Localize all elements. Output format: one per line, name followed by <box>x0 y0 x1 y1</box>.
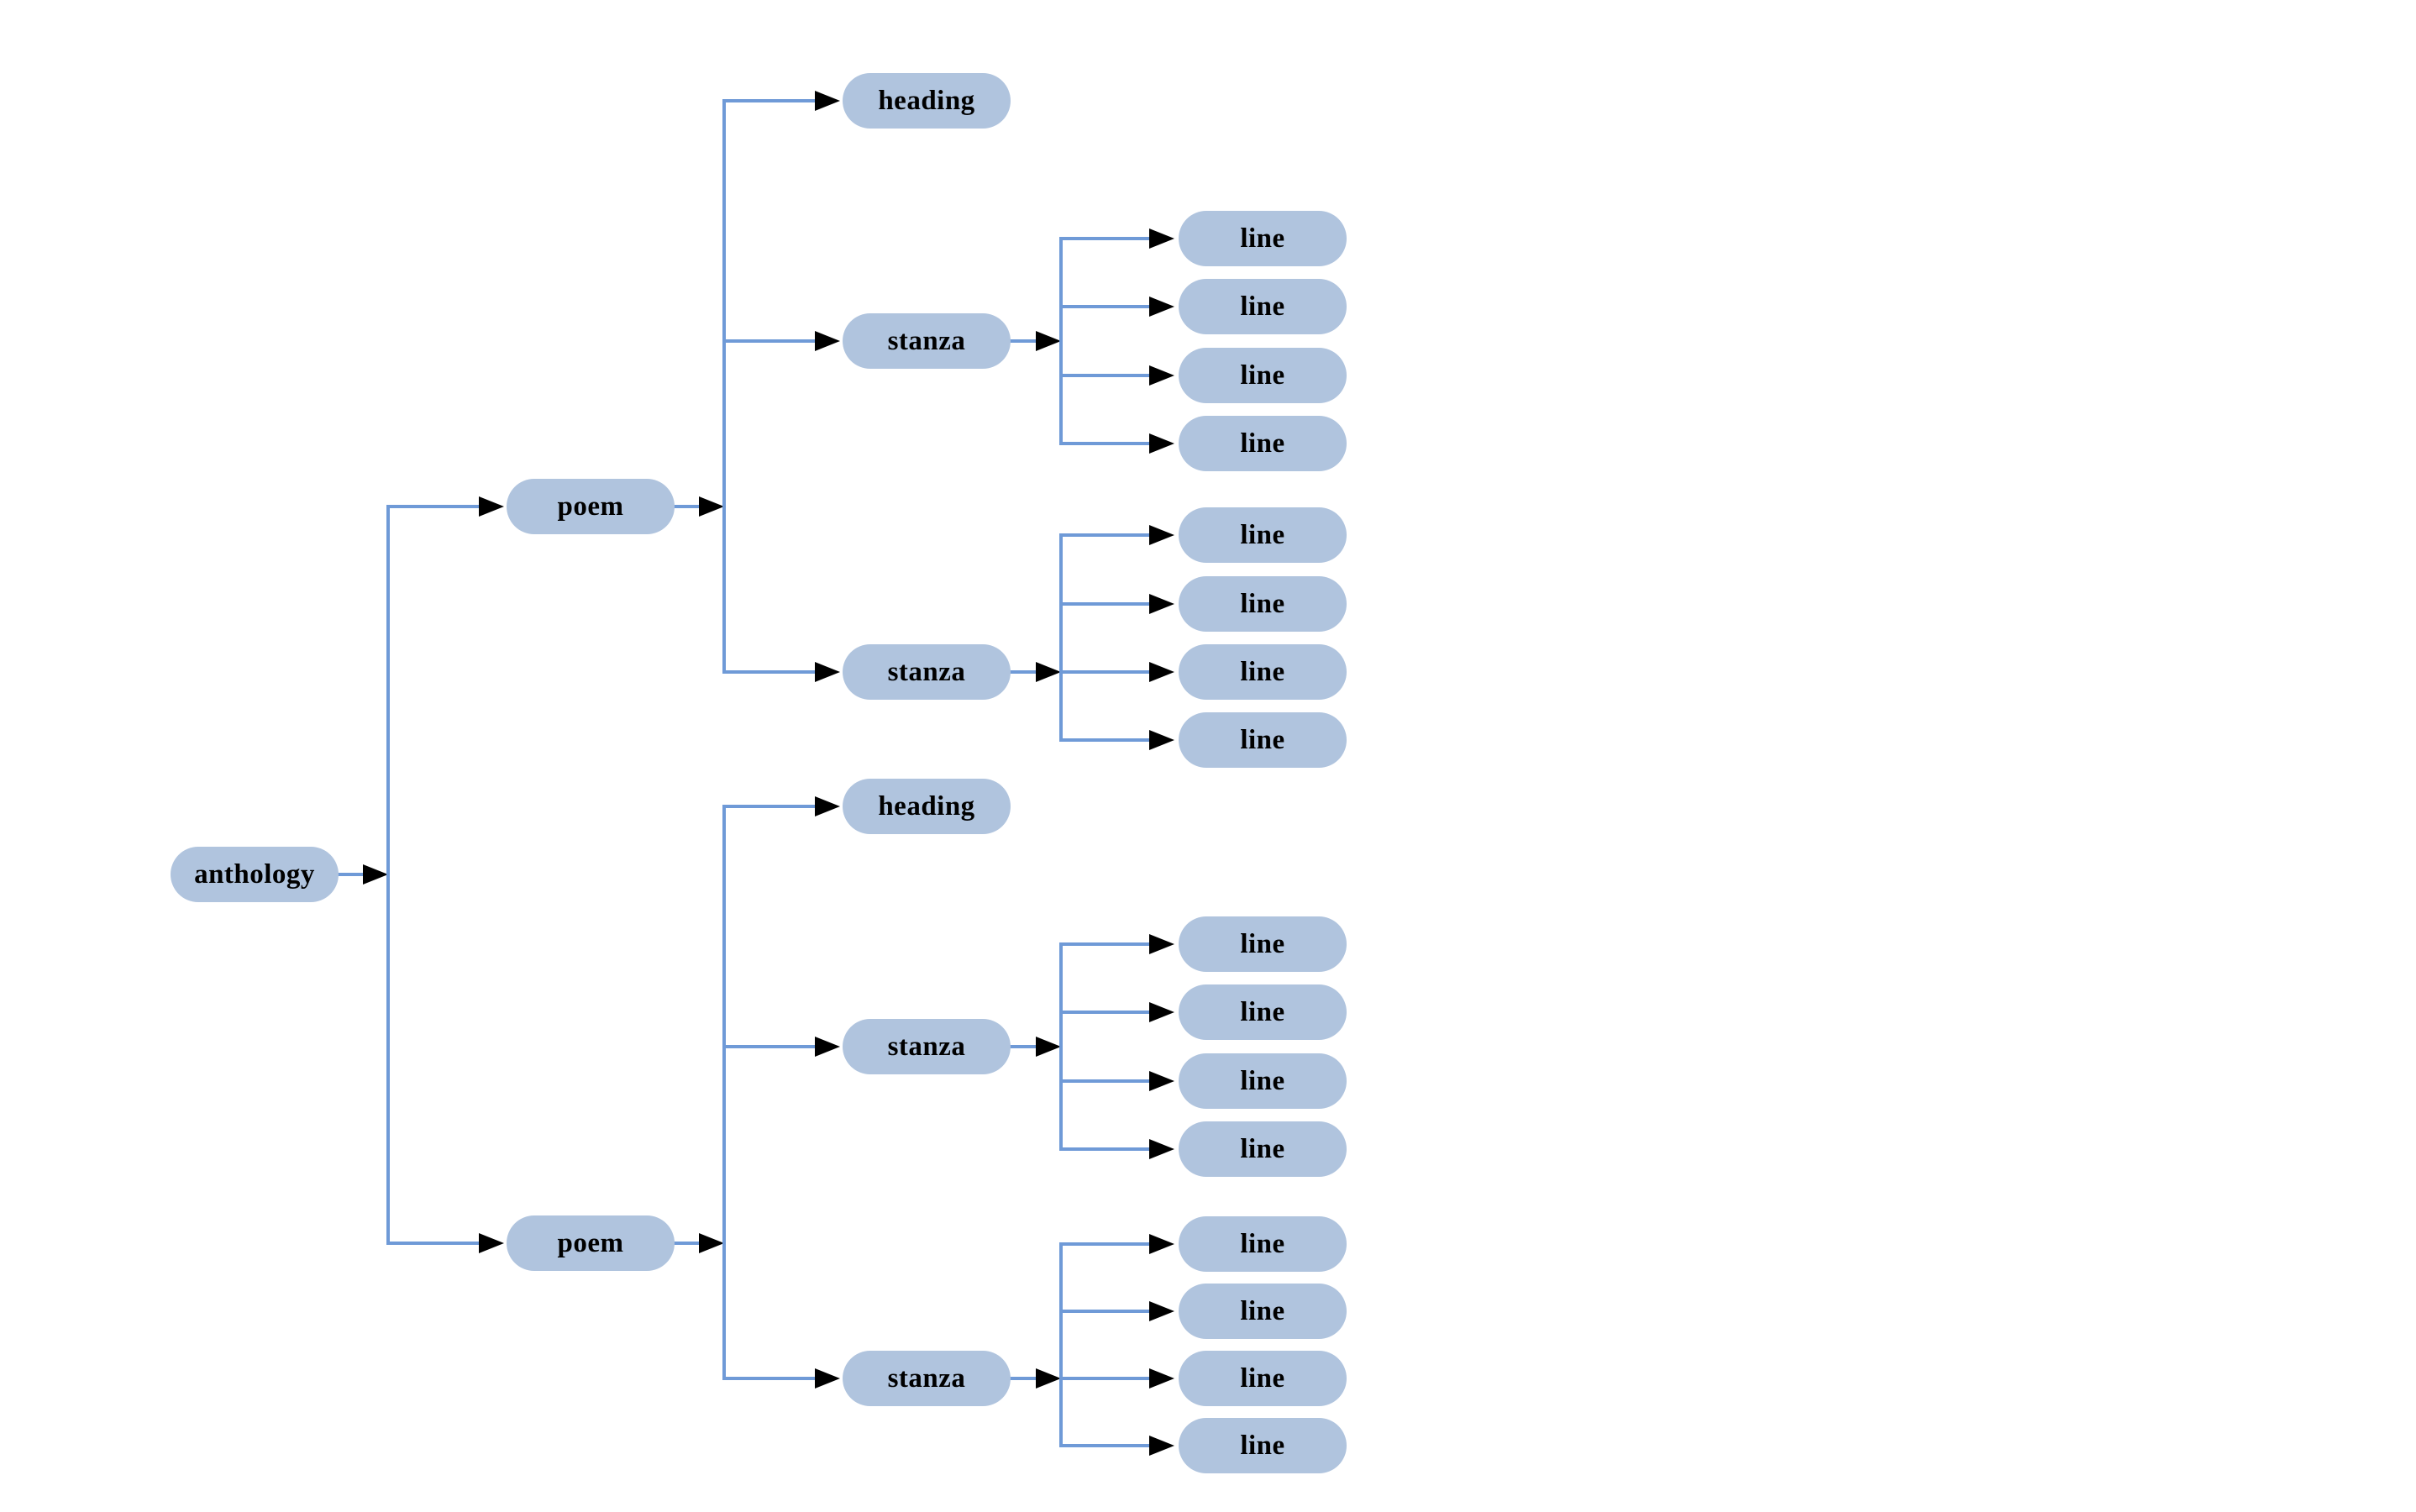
arrowhead <box>1149 1234 1174 1254</box>
arrowhead <box>1149 365 1174 386</box>
connector-line <box>722 99 817 674</box>
node-line-9: line <box>1179 916 1347 972</box>
node-line-1: line <box>1179 211 1347 266</box>
arrowhead <box>815 1037 840 1057</box>
node-line-14: line <box>1179 1284 1347 1339</box>
node-stanza-2: stanza <box>843 644 1011 700</box>
arrowhead <box>815 331 840 351</box>
node-label: anthology <box>194 858 315 890</box>
node-label: line <box>1240 724 1285 755</box>
edges-stanza-1 <box>1009 228 1174 454</box>
edges-anthology <box>337 496 504 1253</box>
node-line-6: line <box>1179 576 1347 632</box>
node-stanza-4: stanza <box>843 1351 1011 1406</box>
edges-stanza-4 <box>1009 1234 1174 1456</box>
node-line-10: line <box>1179 984 1347 1040</box>
node-line-15: line <box>1179 1351 1347 1406</box>
edges-stanza-2 <box>1009 525 1174 750</box>
node-label: line <box>1240 1362 1285 1394</box>
arrowhead <box>479 1233 504 1253</box>
arrowhead <box>1149 594 1174 614</box>
node-label: stanza <box>887 325 966 356</box>
arrowhead <box>1036 331 1061 351</box>
arrowhead <box>1149 1301 1174 1321</box>
node-line-2: line <box>1179 279 1347 334</box>
arrowhead <box>1149 1139 1174 1159</box>
arrowhead <box>815 1368 840 1389</box>
arrowhead <box>363 864 388 885</box>
arrowhead <box>699 496 724 517</box>
arrowhead <box>1036 662 1061 682</box>
node-line-11: line <box>1179 1053 1347 1109</box>
arrowhead <box>815 662 840 682</box>
arrowhead <box>1149 228 1174 249</box>
edges-poem-1 <box>673 91 840 682</box>
node-line-8: line <box>1179 712 1347 768</box>
node-label: line <box>1240 360 1285 391</box>
connector-line <box>722 805 817 1380</box>
node-stanza-3: stanza <box>843 1019 1011 1074</box>
node-line-12: line <box>1179 1121 1347 1177</box>
connector-line <box>1059 942 1151 1151</box>
arrowhead <box>1036 1368 1061 1389</box>
arrowhead <box>1149 1002 1174 1022</box>
node-label: line <box>1240 656 1285 687</box>
node-poem-2: poem <box>507 1215 675 1271</box>
node-label: line <box>1240 1228 1285 1259</box>
arrowhead <box>1149 1368 1174 1389</box>
node-label: line <box>1240 519 1285 550</box>
node-poem-1: poem <box>507 479 675 534</box>
arrowhead <box>1149 662 1174 682</box>
node-label: line <box>1240 996 1285 1027</box>
node-label: stanza <box>887 1031 966 1062</box>
node-label: line <box>1240 223 1285 254</box>
node-heading-2: heading <box>843 779 1011 834</box>
node-anthology: anthology <box>171 847 339 902</box>
node-heading-1: heading <box>843 73 1011 129</box>
node-label: stanza <box>887 1362 966 1394</box>
node-label: line <box>1240 1065 1285 1096</box>
arrowhead <box>1149 1436 1174 1456</box>
arrowhead <box>1149 934 1174 954</box>
node-label: heading <box>878 85 975 116</box>
connector-line <box>1059 1242 1151 1447</box>
edges-poem-2 <box>673 796 840 1389</box>
node-label: line <box>1240 588 1285 619</box>
connector-line <box>1059 237 1151 445</box>
node-label: stanza <box>887 656 966 687</box>
connector-line <box>1059 533 1151 742</box>
node-line-5: line <box>1179 507 1347 563</box>
node-label: line <box>1240 1133 1285 1164</box>
node-label: poem <box>557 491 624 522</box>
node-label: poem <box>557 1227 624 1258</box>
node-label: line <box>1240 428 1285 459</box>
arrowhead <box>699 1233 724 1253</box>
edges-stanza-3 <box>1009 934 1174 1159</box>
arrowhead <box>1149 297 1174 317</box>
node-label: line <box>1240 1430 1285 1461</box>
arrowhead <box>1036 1037 1061 1057</box>
arrowhead <box>1149 730 1174 750</box>
node-stanza-1: stanza <box>843 313 1011 369</box>
arrowhead <box>815 796 840 816</box>
arrowhead <box>1149 433 1174 454</box>
node-label: line <box>1240 1295 1285 1326</box>
node-line-3: line <box>1179 348 1347 403</box>
node-label: line <box>1240 291 1285 322</box>
node-label: line <box>1240 928 1285 959</box>
node-line-4: line <box>1179 416 1347 471</box>
arrowhead <box>815 91 840 111</box>
node-line-13: line <box>1179 1216 1347 1272</box>
arrowhead <box>479 496 504 517</box>
arrowhead <box>1149 525 1174 545</box>
node-line-7: line <box>1179 644 1347 700</box>
node-line-16: line <box>1179 1418 1347 1473</box>
node-label: heading <box>878 790 975 822</box>
connector-line <box>386 505 481 1245</box>
arrowhead <box>1149 1071 1174 1091</box>
